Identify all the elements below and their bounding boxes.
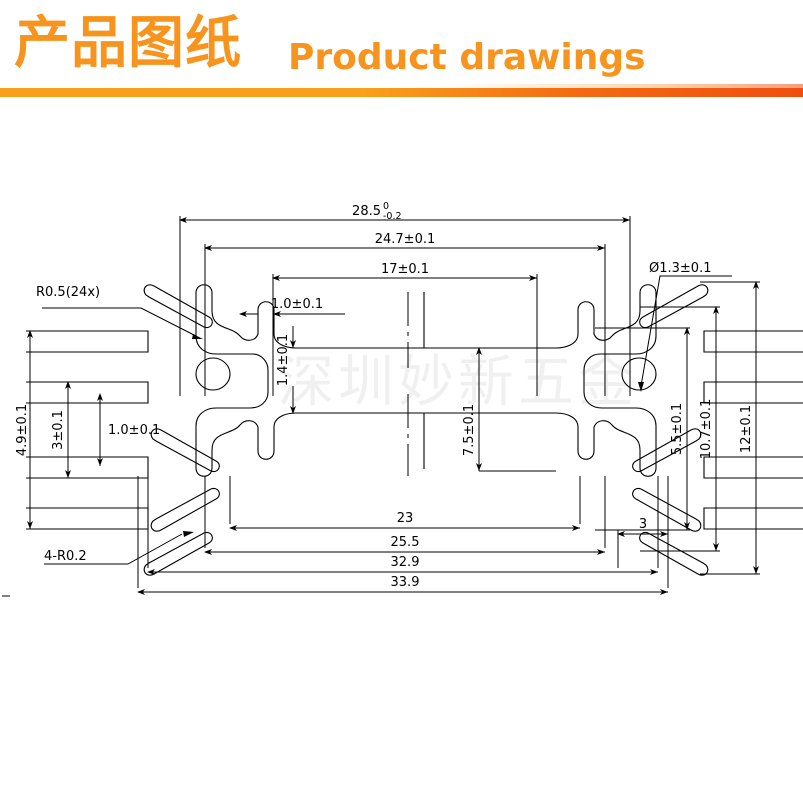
dimension-3-bottom-right-value: 3 — [639, 517, 647, 532]
banner-title-chinese: 产品图纸 — [14, 11, 242, 76]
dimension-23-value: 23 — [397, 511, 414, 526]
dimension-17: 17±0.1 — [272, 262, 537, 281]
dimension-33-9: 33.9 — [137, 575, 668, 595]
dimension-1-4-value: 1.4±0.1 — [276, 334, 291, 386]
technical-drawing-canvas: 深圳妙新五金 — [0, 96, 803, 804]
dimension-4-9: 4.9±0.1 — [15, 330, 148, 530]
note-diameter-1-3-text: Ø1.3±0.1 — [649, 261, 711, 276]
dimension-7-5: 7.5±0.1 — [462, 347, 556, 472]
note-4r02-text: 4-R0.2 — [44, 549, 87, 564]
dimension-24-7: 24.7±0.1 — [204, 232, 605, 251]
dimension-17-value: 17±0.1 — [381, 262, 429, 277]
dimension-4-9-value: 4.9±0.1 — [15, 404, 30, 456]
dimension-5-5: 5.5±0.1 — [670, 327, 690, 530]
dimension-1-0-left-value: 1.0±0.1 — [108, 423, 160, 438]
dimension-25-5: 25.5 — [204, 535, 605, 555]
watermark-text: 深圳妙新五金 — [278, 350, 638, 415]
dimension-23: 23 — [229, 511, 580, 531]
dimension-10-7: 10.7±0.1 — [699, 306, 719, 551]
dimension-33-9-value: 33.9 — [391, 575, 420, 590]
dimension-1-0-top-value: 1.0±0.1 — [271, 297, 323, 312]
dimension-1-0-top: 1.0±0.1 — [239, 297, 345, 317]
note-4r02-leader: 4-R0.2 — [44, 531, 194, 565]
banner-accent-rule — [0, 88, 803, 97]
dimension-12: 12±0.1 — [739, 281, 759, 574]
note-r05-leader: R0.5(24x) — [36, 285, 203, 339]
dimension-25-5-value: 25.5 — [391, 535, 420, 550]
dimension-1-4: 1.4±0.1 — [276, 326, 296, 414]
dimension-3-bottom-right: 3 — [617, 517, 668, 537]
dimension-28-5-tol-lower: -0.2 — [383, 211, 402, 222]
dimension-1-0-left: 1.0±0.1 — [97, 393, 160, 466]
dimension-32-9: 32.9 — [147, 555, 658, 575]
dimension-28-5: 28.5 0 -0.2 — [179, 201, 630, 223]
page-header-banner: 产品图纸 Product drawings — [0, 0, 803, 97]
note-diameter-1-3-leader: Ø1.3±0.1 — [638, 261, 732, 392]
dimension-3-left: 3±0.1 — [51, 381, 148, 479]
dimension-28-5-tol-upper: 0 — [383, 201, 389, 212]
banner-title-english: Product drawings — [288, 37, 646, 78]
dimension-7-5-value: 7.5±0.1 — [462, 404, 477, 456]
extension-lines — [26, 216, 760, 588]
dimension-10-7-value: 10.7±0.1 — [699, 399, 714, 460]
dimension-5-5-value: 5.5±0.1 — [670, 403, 685, 455]
dimension-32-9-value: 32.9 — [391, 555, 420, 570]
dimension-28-5-value: 28.5 — [352, 204, 381, 219]
dimension-12-value: 12±0.1 — [739, 405, 754, 453]
note-r05-text: R0.5(24x) — [36, 285, 100, 300]
dimension-3-left-value: 3±0.1 — [51, 410, 66, 450]
dimension-24-7-value: 24.7±0.1 — [375, 232, 436, 247]
banner-rule-fade — [0, 84, 803, 89]
